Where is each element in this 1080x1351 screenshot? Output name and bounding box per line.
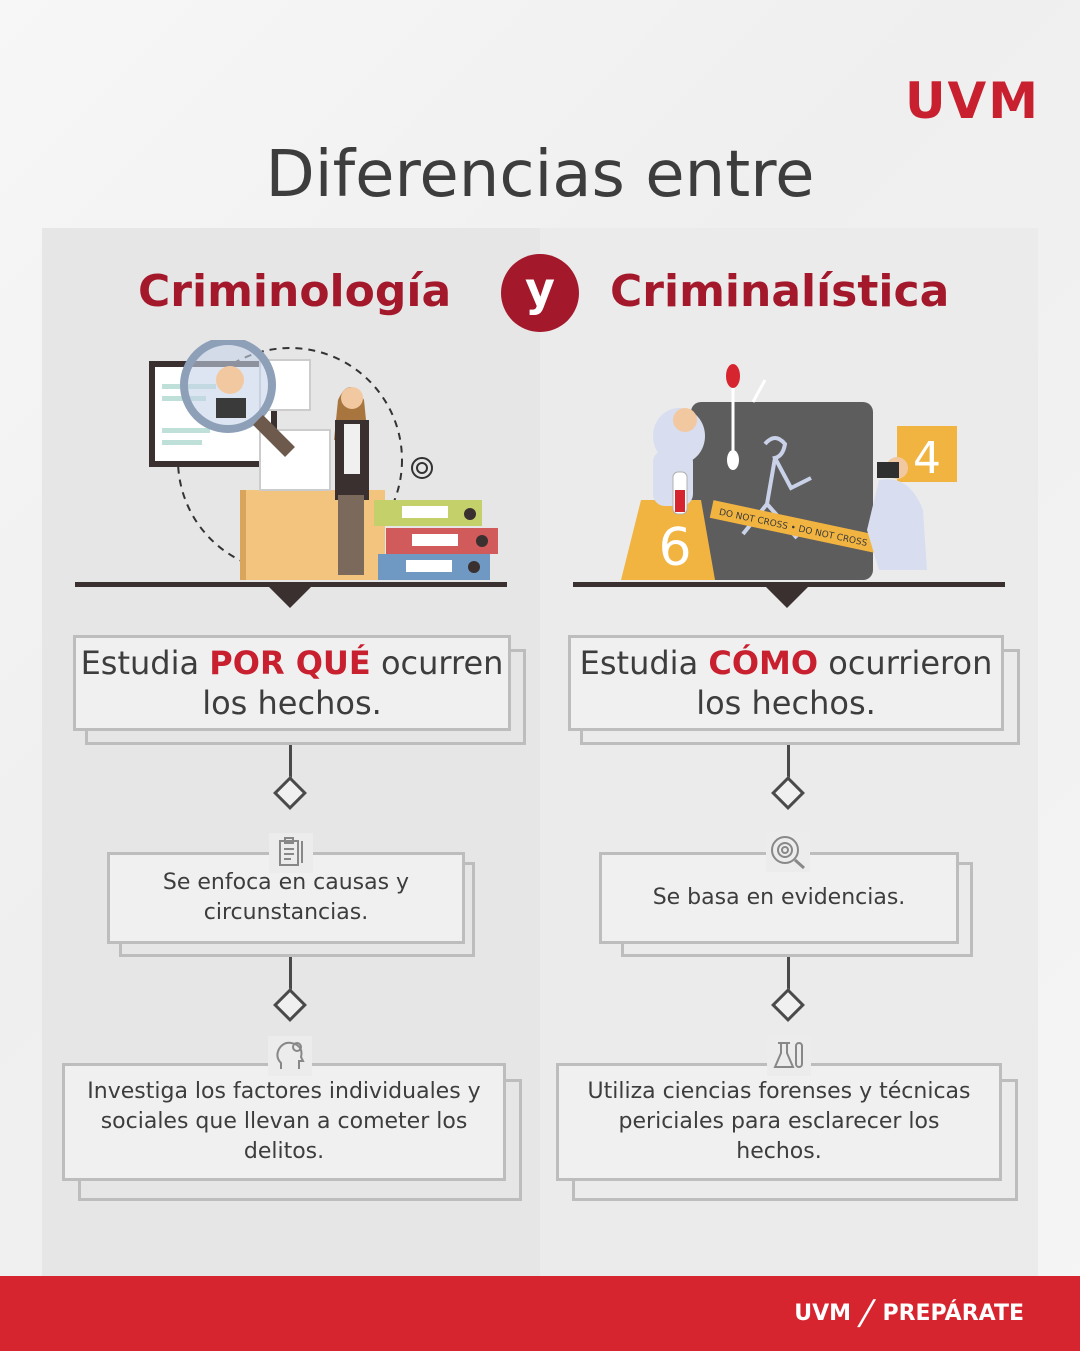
- footer-brand: UVM / PREPÁRATE: [794, 1293, 1024, 1333]
- footer-logo: UVM: [794, 1300, 851, 1326]
- right-shelf: [573, 582, 1005, 587]
- right-shelf-pointer: [765, 586, 809, 608]
- left-connector-1: [289, 745, 292, 785]
- right-point1-text: Se basa en evidencias.: [652, 885, 906, 910]
- left-main-card: Estudia POR QUÉ ocurren los hechos.: [73, 635, 526, 745]
- fingerprint-search-icon: [766, 832, 810, 872]
- clipboard-icon: [269, 833, 313, 873]
- lab-flask-icon: [767, 1036, 811, 1076]
- footer-bar: [0, 1276, 1080, 1351]
- left-connector-2: [289, 957, 292, 995]
- right-point2-text: Utiliza ciencias forenses y técnicas per…: [587, 1079, 971, 1164]
- criminology-illustration: [149, 340, 498, 580]
- left-point1-text: Se enfoca en causas y circunstancias.: [162, 870, 410, 925]
- conjunction-badge: y: [501, 254, 579, 332]
- left-point2-card: Investiga los factores individuales y so…: [62, 1063, 522, 1201]
- criminalistics-illustration: 4 6 DO NOT CROSS • DO NOT CROSS • DO NO: [621, 364, 957, 580]
- head-gear-icon: [268, 1036, 312, 1076]
- heading-criminologia: Criminología: [138, 266, 452, 317]
- right-point2-card: Utiliza ciencias forenses y técnicas per…: [556, 1063, 1018, 1201]
- evidence-marker-6: 6: [658, 518, 691, 578]
- evidence-marker-4: 4: [913, 433, 941, 484]
- left-point2-text: Investiga los factores individuales y so…: [87, 1079, 481, 1164]
- heading-criminalistica: Criminalística: [610, 266, 950, 317]
- left-main-text: Estudia POR QUÉ ocurren los hechos.: [80, 644, 504, 722]
- right-connector-1: [787, 745, 790, 785]
- left-highlight: POR QUÉ: [209, 644, 371, 682]
- left-shelf: [75, 582, 507, 587]
- right-main-text: Estudia CÓMO ocurrieron los hechos.: [579, 644, 993, 722]
- right-connector-2: [787, 957, 790, 995]
- right-main-card: Estudia CÓMO ocurrieron los hechos.: [568, 635, 1020, 745]
- right-highlight: CÓMO: [708, 644, 819, 682]
- page-title: Diferencias entre: [265, 138, 815, 212]
- left-shelf-pointer: [268, 586, 312, 608]
- footer-tagline: PREPÁRATE: [882, 1300, 1024, 1326]
- uvm-logo: UVM: [904, 72, 1040, 130]
